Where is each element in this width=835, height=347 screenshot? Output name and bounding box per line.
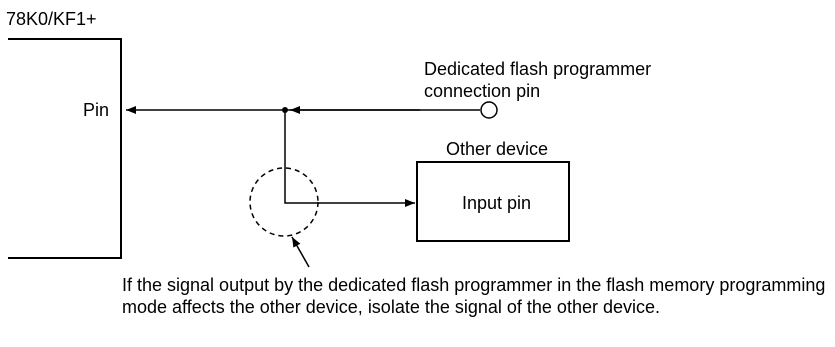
programmer-connection-pin	[480, 101, 498, 119]
isolation-note: If the signal output by the dedicated fl…	[122, 275, 826, 317]
isolation-dashed-circle	[249, 167, 319, 237]
callout-pointer-line	[291, 236, 310, 268]
pin-label: Pin	[83, 100, 110, 120]
programmer-pin-label-line2: connection pin	[424, 81, 541, 101]
input-pin-label: Input pin	[462, 193, 532, 213]
programmer-pin-label-line1: Dedicated flash programmer	[424, 59, 652, 79]
chip-outline	[8, 38, 122, 259]
device-name-label: 78K0/KF1+	[6, 9, 97, 29]
other-device-box	[416, 161, 570, 242]
branch-line	[284, 110, 415, 207]
other-device-label: Other device	[446, 139, 549, 159]
